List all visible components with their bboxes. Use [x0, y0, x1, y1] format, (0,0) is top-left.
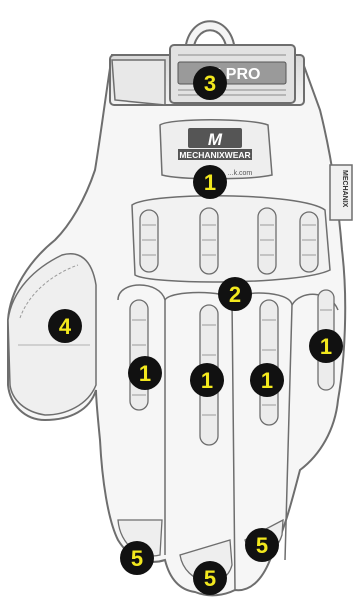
- cuff-strap-edge: [112, 60, 165, 105]
- svg-text:2: 2: [229, 282, 241, 307]
- svg-text:1: 1: [139, 361, 151, 386]
- svg-text:1: 1: [204, 170, 216, 195]
- svg-text:1: 1: [261, 368, 273, 393]
- callout-thumb: 4: [48, 309, 82, 343]
- callout-cuff: 3: [193, 66, 227, 100]
- svg-text:1: 1: [320, 334, 332, 359]
- svg-text:1: 1: [201, 368, 213, 393]
- brand-wordmark: MECHANIXWEAR: [179, 150, 250, 160]
- callout-knuckle-guard: 2: [218, 277, 252, 311]
- callout-finger-pinky: 1: [309, 329, 343, 363]
- callout-knuckle-top: 1: [193, 165, 227, 199]
- svg-text:3: 3: [204, 71, 216, 96]
- brand-logo-letters: M: [208, 130, 223, 149]
- svg-text:5: 5: [131, 546, 143, 571]
- callout-finger-middle: 1: [190, 363, 224, 397]
- side-tag: MECHANIX: [330, 165, 352, 220]
- callout-fingertip-ring: 5: [245, 528, 279, 562]
- svg-text:5: 5: [256, 533, 268, 558]
- callout-finger-ring: 1: [250, 363, 284, 397]
- svg-text:4: 4: [59, 314, 72, 339]
- svg-text:5: 5: [204, 566, 216, 591]
- callout-fingertip-middle: 5: [193, 561, 227, 595]
- callout-finger-index: 1: [128, 356, 162, 390]
- website-fragment: ...k.com: [228, 170, 253, 177]
- side-tag-text: MECHANIX: [341, 170, 348, 208]
- callout-fingertip-index: 5: [120, 541, 154, 575]
